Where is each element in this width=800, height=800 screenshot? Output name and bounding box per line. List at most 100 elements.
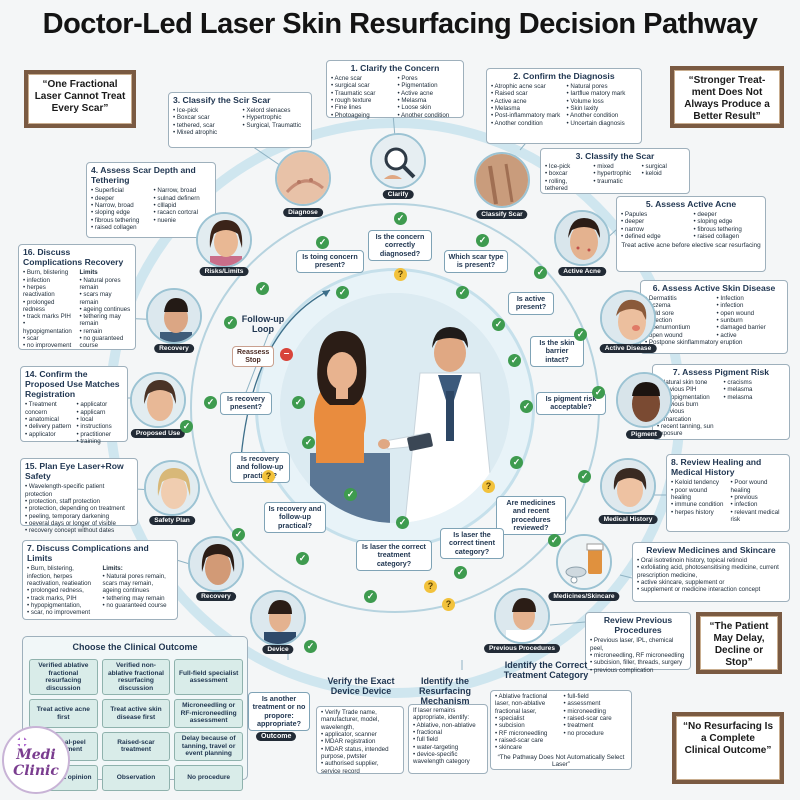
- logo-line-2: Clinic: [13, 763, 59, 779]
- node-label-proposed-use: Proposed Use: [130, 429, 186, 438]
- node-pigment-image[interactable]: [616, 372, 672, 428]
- list-item: Active acne: [398, 90, 460, 97]
- list-item: protection, staff protection: [25, 498, 133, 505]
- node-active-acne-image[interactable]: [554, 210, 610, 266]
- step-review-previous-procedures: Review Previous Procedures Previous lase…: [585, 612, 691, 674]
- list-item: Ablative fractional laser, non-ablative …: [495, 693, 559, 715]
- node-device-image[interactable]: [250, 590, 306, 646]
- outcome-option[interactable]: Treat active skin disease first: [101, 699, 171, 729]
- outcome-option[interactable]: Raised-scar treatment: [101, 732, 171, 761]
- outcome-option[interactable]: No procedure: [174, 764, 243, 791]
- node-diagnose-image[interactable]: [275, 150, 331, 206]
- node-clarify-image[interactable]: [370, 133, 426, 189]
- node-risks-limits-image[interactable]: [196, 212, 252, 268]
- step-title: Review Medicines and Skincare: [646, 545, 776, 555]
- list-item: Ice-pick: [173, 107, 238, 114]
- check-icon: ✓: [344, 488, 357, 501]
- list-item: Hypertrophic: [243, 114, 308, 121]
- list-item: track marks, PIH: [27, 595, 98, 602]
- node-classify-scar-image[interactable]: [474, 152, 530, 208]
- list-item: Post-inflammatory mark: [491, 112, 562, 119]
- step-identify-mechanism: If laser remains appropriate, identify: …: [408, 704, 488, 774]
- step-title: 14. Confirm the Proposed Use Matches Reg…: [25, 369, 120, 400]
- step-assess-pigment-risk: 7. Assess Pigment Risk Natural skin tone…: [652, 364, 790, 440]
- question-medicines-reviewed: Are medicines and recent procedures revi…: [496, 496, 566, 536]
- list-item: Pores: [398, 75, 460, 82]
- medi-clinic-logo: Medi Clinic: [2, 726, 70, 794]
- outcome-option[interactable]: Microneedling or RF-microneedling assess…: [174, 699, 243, 729]
- check-icon: ✓: [510, 456, 523, 469]
- list-item: racacn cortcral: [154, 209, 212, 216]
- question-laser-category-center: Is laser the correct treatment category?: [356, 540, 432, 571]
- outcome-option[interactable]: Full-field specialist assessment: [174, 659, 243, 696]
- question-barrier-intact: Is the skin barrier intact?: [530, 336, 584, 367]
- follow-up-loop-label: Follow-up Loop: [241, 314, 285, 335]
- node-safety-plan-image[interactable]: [144, 460, 200, 516]
- question-mark-icon: ?: [262, 470, 275, 483]
- node-medicines-image[interactable]: [556, 534, 612, 590]
- list-item: infection: [731, 501, 786, 508]
- question-laser-category-right: Is laser the correct tinent category?: [440, 528, 504, 559]
- outcome-option[interactable]: Observation: [101, 764, 171, 791]
- list-item: raised-scar care: [495, 737, 559, 744]
- list-item: tethered, scar: [173, 122, 238, 129]
- list-item: hypertrophic: [593, 170, 636, 177]
- question-active-present: Is active present?: [508, 292, 554, 315]
- question-mark-icon: ?: [394, 268, 407, 281]
- logo-line-1: Medi: [16, 747, 56, 763]
- list-item: melasma: [724, 394, 786, 401]
- list-item: Keloid tendency: [671, 479, 726, 486]
- list-item: Narrow, broad: [91, 202, 149, 209]
- list-item: damaged barrier: [717, 324, 784, 331]
- list-item: nuenie: [154, 217, 212, 224]
- question-correctly-diagnosed: Is the concern correctly diagnosed?: [368, 230, 432, 261]
- step-title: 3. Classify the Scar: [575, 151, 655, 161]
- stage-title-mechanism: Identify the Resurfacing Mechanism: [418, 676, 471, 707]
- reassess-stop-box: Reassess Stop: [232, 346, 274, 368]
- list-item: Boxcar scar: [173, 114, 238, 121]
- check-icon: ✓: [256, 282, 269, 295]
- list-item: recovery concept without dates: [25, 527, 133, 534]
- list-item: no guaranteed course: [80, 335, 132, 350]
- outcome-option[interactable]: Delay because of tanning, travel or even…: [174, 732, 243, 761]
- list-item: cracisms: [724, 379, 786, 386]
- node-label-recovery-high: Recovery: [154, 344, 194, 353]
- node-label-active-disease: Active Disease: [599, 344, 657, 353]
- outcome-option[interactable]: Treat active acne first: [29, 699, 98, 729]
- list-item: active skincare, supplement or: [637, 579, 785, 586]
- list-item: RF microneedling: [495, 730, 559, 737]
- step-title: 7. Discuss Complications and Limits: [27, 543, 149, 564]
- node-recovery-low-image[interactable]: [188, 536, 244, 592]
- step-title: 3. Classify the Scir Scar: [173, 95, 271, 105]
- node-proposed-use-image[interactable]: [130, 372, 186, 428]
- list-item: Natural pores remain, scars may remain, …: [103, 573, 174, 595]
- list-item: Poor wound healing: [731, 479, 786, 494]
- list-item: Oral isotretinoin history, topical retin…: [637, 557, 785, 564]
- list-item: traumatic: [593, 178, 636, 185]
- node-label-diagnose: Diagnose: [283, 208, 323, 217]
- node-active-disease-image[interactable]: [600, 290, 656, 346]
- list-item: sulnad definern: [154, 195, 212, 202]
- check-icon: ✓: [336, 286, 349, 299]
- node-medical-history-image[interactable]: [600, 458, 656, 514]
- quote-one-laser: “One Fractional Laser Cannot Treat Every…: [24, 70, 136, 128]
- list-item: Photoageing: [331, 112, 393, 119]
- outcome-title: Choose the Clinical Outcome: [72, 642, 198, 652]
- outcome-option[interactable]: Verified ablative fractional resurfacing…: [29, 659, 98, 696]
- outcome-option[interactable]: Verified non-ablative fractional resurfa…: [101, 659, 171, 696]
- list-item: Papules: [621, 211, 689, 218]
- list-item: Another condition: [398, 112, 460, 119]
- check-icon: ✓: [292, 396, 305, 409]
- step-assess-active-skin-disease: 6. Assess Active Skin Disease Dermatitis…: [640, 280, 788, 354]
- list-item: Natural pores remain: [80, 277, 132, 292]
- list-item: fractional: [413, 729, 483, 736]
- list-item: instructions: [77, 423, 124, 430]
- stage-title-device: Verify the Exact Device Device: [327, 676, 395, 697]
- node-recovery-high-image[interactable]: [146, 288, 202, 344]
- node-previous-procedures-image[interactable]: [494, 588, 550, 644]
- node-label-classify-scar: Classify Scar: [476, 210, 528, 219]
- quote-no-resurfacing: “No Resurfacing Is a Complete Clinical O…: [672, 712, 784, 784]
- list-item: no guaranteed course: [103, 602, 174, 609]
- question-scar-type: Which scar type is present?: [444, 250, 508, 273]
- list-item: Uncertain diagnosis: [567, 120, 638, 127]
